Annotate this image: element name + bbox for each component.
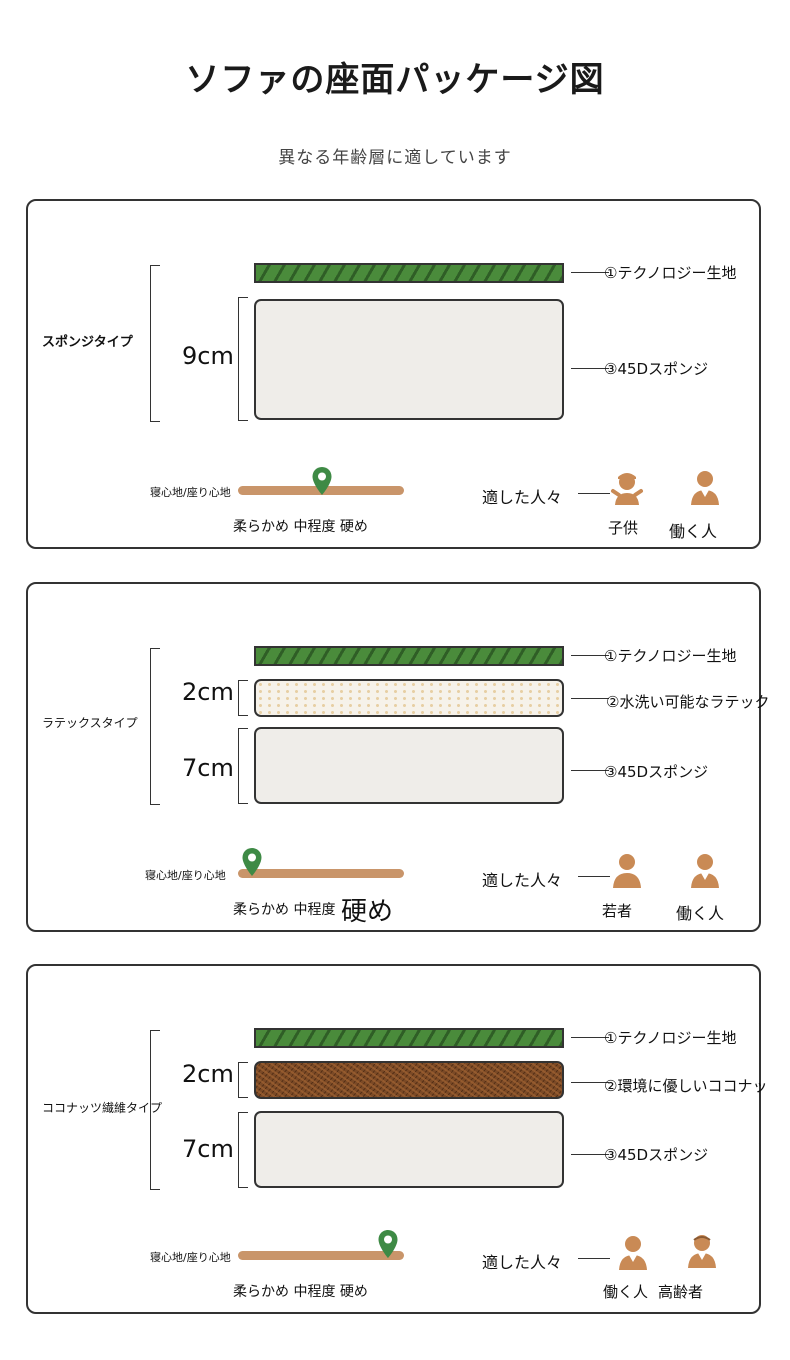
leader-line	[571, 272, 609, 273]
sponge-layer	[254, 299, 564, 420]
leader-line	[571, 1082, 609, 1083]
leader-line	[571, 698, 609, 699]
senior-icon	[688, 1235, 716, 1268]
type-name: スポンジタイプ	[42, 335, 133, 350]
firmness-scale-soft-mid: 柔らかめ 中程度	[233, 902, 336, 918]
thickness-2cm: 2cm	[182, 678, 234, 706]
sponge-type-panel: スポンジタイプ ①テクノロジー生地 9cm ③45Dスポンジ 寝心地/座り心地 …	[26, 199, 761, 549]
layer-label-sponge: ③45Dスポンジ	[604, 1146, 709, 1164]
leader-line	[571, 368, 609, 369]
leader-line	[571, 1154, 609, 1155]
child-icon	[611, 473, 643, 505]
layer-label-fabric: ①テクノロジー生地	[604, 647, 737, 665]
leader-line	[571, 770, 609, 771]
thickness-bracket-2cm	[238, 1062, 248, 1098]
person-label-child: 子供	[608, 519, 639, 537]
fabric-layer	[254, 263, 564, 283]
layer-label-sponge: ③45Dスポンジ	[604, 763, 709, 781]
person-label-worker: 働く人	[669, 522, 718, 541]
type-bracket	[150, 265, 160, 422]
firmness-scale-hard: 硬め	[341, 897, 394, 927]
thickness-7cm: 7cm	[182, 1135, 234, 1163]
firmness-slider-track	[238, 869, 404, 878]
type-name: ココナッツ繊維タイプ	[42, 1101, 163, 1115]
page-title: ソファの座面パッケージ図	[185, 60, 605, 100]
firmness-scale: 柔らかめ 中程度 硬め	[233, 1284, 368, 1300]
young-adult-icon	[613, 854, 641, 888]
leader-line	[578, 1258, 610, 1259]
suitable-people-label: 適した人々	[482, 871, 563, 890]
comfort-label: 寝心地/座り心地	[145, 869, 226, 882]
person-label-worker: 働く人	[603, 1283, 649, 1301]
person-label-young: 若者	[602, 902, 633, 920]
worker-icon	[691, 854, 719, 888]
type-name: ラテックスタイプ	[42, 716, 138, 730]
layer-label-latex: ②水洗い可能なラテック	[606, 693, 770, 711]
firmness-pin-icon	[242, 848, 262, 876]
thickness-bracket	[238, 297, 248, 421]
leader-line	[578, 876, 610, 877]
coconut-type-panel: ココナッツ繊維タイプ ①テクノロジー生地 2cm ②環境に優しいココナッ 7cm…	[26, 964, 767, 1314]
comfort-label: 寝心地/座り心地	[150, 1251, 231, 1264]
firmness-pin-icon	[378, 1230, 398, 1258]
comfort-label: 寝心地/座り心地	[150, 486, 231, 499]
latex-layer	[254, 679, 564, 717]
thickness-bracket-7cm	[238, 1112, 248, 1188]
leader-line	[571, 655, 609, 656]
leader-line	[571, 1037, 609, 1038]
fabric-layer	[254, 1028, 564, 1048]
thickness-bracket-7cm	[238, 728, 248, 804]
fabric-layer	[254, 646, 564, 666]
thickness-bracket-2cm	[238, 680, 248, 716]
sponge-layer	[254, 1111, 564, 1188]
firmness-pin-icon	[312, 467, 332, 495]
person-label-worker: 働く人	[676, 904, 725, 923]
suitable-people-label: 適した人々	[482, 1253, 563, 1272]
layer-label-coconut: ②環境に優しいココナッ	[604, 1077, 768, 1095]
firmness-scale: 柔らかめ 中程度 硬め	[233, 519, 368, 535]
suitable-people-label: 適した人々	[482, 488, 563, 507]
sponge-layer	[254, 727, 564, 804]
worker-icon	[691, 471, 719, 505]
type-bracket	[150, 648, 160, 805]
thickness-9cm: 9cm	[182, 342, 234, 370]
page-subtitle: 異なる年齢層に適しています	[278, 148, 512, 168]
layer-label-fabric: ①テクノロジー生地	[604, 264, 737, 282]
thickness-2cm: 2cm	[182, 1060, 234, 1088]
thickness-7cm: 7cm	[182, 754, 234, 782]
layer-label-sponge: ③45Dスポンジ	[604, 360, 709, 378]
worker-icon	[619, 1236, 647, 1270]
leader-line	[578, 493, 610, 494]
person-label-senior: 高齢者	[658, 1283, 704, 1301]
type-bracket	[150, 1030, 160, 1190]
layer-label-fabric: ①テクノロジー生地	[604, 1029, 737, 1047]
latex-type-panel: ラテックスタイプ ①テクノロジー生地 2cm ②水洗い可能なラテック 7cm ③…	[26, 582, 769, 932]
coconut-fiber-layer	[254, 1061, 564, 1099]
firmness-slider-track	[238, 1251, 404, 1260]
